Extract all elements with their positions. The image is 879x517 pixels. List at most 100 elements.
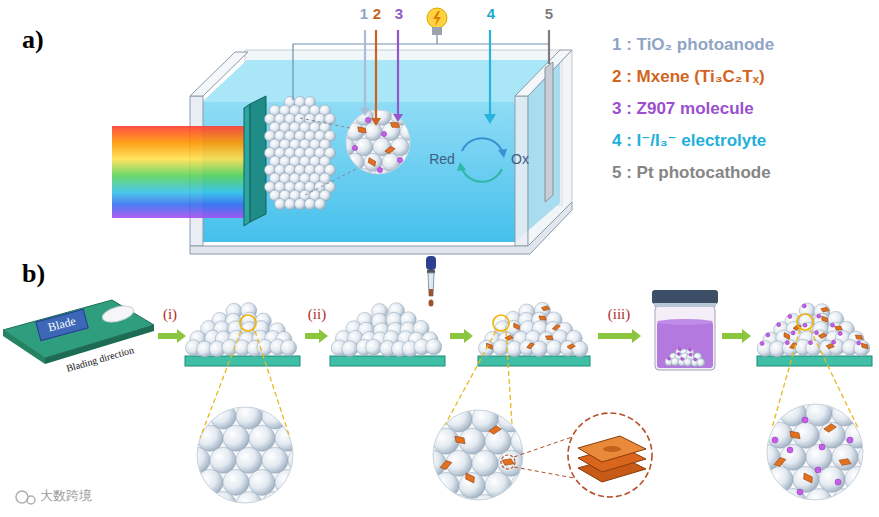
tio2-sphere xyxy=(400,123,418,141)
particle-zoom xyxy=(407,384,537,517)
tio2-sphere xyxy=(407,384,433,410)
tio2-sphere xyxy=(741,466,767,492)
tio2-sphere xyxy=(741,422,767,448)
mxene-flake xyxy=(366,157,377,168)
tio2-sphere xyxy=(407,428,433,454)
callout-line xyxy=(548,30,550,64)
step-arrow xyxy=(722,329,751,343)
tio2-sphere xyxy=(409,138,427,156)
dye-molecule xyxy=(689,348,692,351)
arrow-head xyxy=(360,108,370,116)
tio2-sphere xyxy=(780,489,806,515)
redox-label: Ox xyxy=(511,152,529,167)
key-entry: 5 : Pt photocathode xyxy=(612,164,771,183)
dye-molecule xyxy=(815,467,821,473)
tio2-sphere xyxy=(426,339,442,355)
step-label: (iii) xyxy=(608,306,631,323)
tio2-sphere xyxy=(285,199,296,210)
mxene-flake xyxy=(834,326,842,331)
zoom-ground xyxy=(346,110,410,174)
step-arrow xyxy=(158,329,186,343)
dye-molecule xyxy=(809,341,813,345)
dye-molecule xyxy=(832,340,836,344)
tio2-sphere xyxy=(236,447,262,473)
tio2-sphere xyxy=(391,138,409,156)
tio2-sphere xyxy=(197,425,223,451)
tio2-sphere xyxy=(184,492,210,517)
node-text: Blade xyxy=(47,315,78,336)
light-bulb-base xyxy=(432,27,442,35)
mxene-flake xyxy=(823,422,837,433)
watermark-logo xyxy=(27,496,35,504)
step-label: (ii) xyxy=(308,306,326,323)
tio2-sphere xyxy=(684,358,692,366)
dye-molecule xyxy=(847,437,853,443)
mxene-flake xyxy=(788,430,802,440)
substrate xyxy=(330,356,445,366)
mxene-flake xyxy=(526,342,535,351)
dye-molecule xyxy=(817,314,821,318)
tio2-sphere xyxy=(288,403,314,429)
tio2-sphere xyxy=(793,378,819,404)
dye-molecule xyxy=(803,323,807,327)
tio2-sphere xyxy=(262,403,288,429)
tio2-sphere xyxy=(171,381,197,407)
tio2-sphere xyxy=(459,472,485,498)
dye-molecule xyxy=(819,444,825,450)
tio2-sphere xyxy=(249,381,275,407)
tio2-sphere xyxy=(433,428,459,454)
redox-arrow xyxy=(462,169,502,182)
fto-glass xyxy=(244,104,250,226)
panel-label: a) xyxy=(22,26,44,55)
redox-arrow xyxy=(462,138,502,151)
tio2-sphere xyxy=(223,381,249,407)
mxene-flake xyxy=(855,334,864,340)
tio2-sphere xyxy=(249,469,275,495)
redox-label: Red xyxy=(429,152,455,167)
highlight-ring xyxy=(240,315,256,331)
tio2-sphere xyxy=(697,359,705,367)
tio2-sphere xyxy=(346,92,364,110)
zoom-leader xyxy=(514,467,574,478)
panel-label: b) xyxy=(22,260,45,289)
tio2-sphere xyxy=(262,447,288,473)
dye-surface xyxy=(657,319,713,325)
dye-molecule xyxy=(766,333,770,337)
zoom-leader xyxy=(200,331,241,438)
tio2-sphere xyxy=(832,489,858,515)
tio2-piles xyxy=(186,302,870,366)
tio2-sphere xyxy=(832,444,858,470)
tio2-sphere xyxy=(485,428,511,454)
tio2-paste xyxy=(101,303,136,325)
dye-molecule xyxy=(681,357,684,360)
callout-number: 2 xyxy=(373,6,381,23)
dye-molecule xyxy=(802,304,806,308)
tio2-sphere xyxy=(281,340,297,356)
mxene-flake xyxy=(545,335,553,340)
step-arrow xyxy=(450,329,473,343)
flake-zoom xyxy=(568,413,652,497)
mxene-flake xyxy=(541,306,550,311)
tio2-sphere xyxy=(845,378,871,404)
vial-rim xyxy=(654,303,716,307)
tio2-sphere xyxy=(355,138,373,156)
dye-molecule xyxy=(785,341,789,345)
mxene-sheet-shade xyxy=(603,446,621,452)
tio2-sphere xyxy=(485,472,511,498)
tio2-sphere xyxy=(485,384,511,410)
tio2-sphere xyxy=(249,425,275,451)
callout-line xyxy=(397,30,399,116)
dye-molecule xyxy=(838,332,842,336)
tio2-sphere xyxy=(197,381,223,407)
step-arrow xyxy=(598,329,641,343)
dye-molecule xyxy=(352,145,357,150)
tio2-sphere xyxy=(275,469,301,495)
tio2-sphere xyxy=(295,199,306,210)
zoom-leader xyxy=(514,437,572,457)
tio2-sphere xyxy=(364,92,382,110)
tio2-sphere xyxy=(342,341,358,357)
tio2-sphere xyxy=(446,495,472,517)
callout-number: 4 xyxy=(487,6,495,23)
tio2-sphere xyxy=(819,378,845,404)
